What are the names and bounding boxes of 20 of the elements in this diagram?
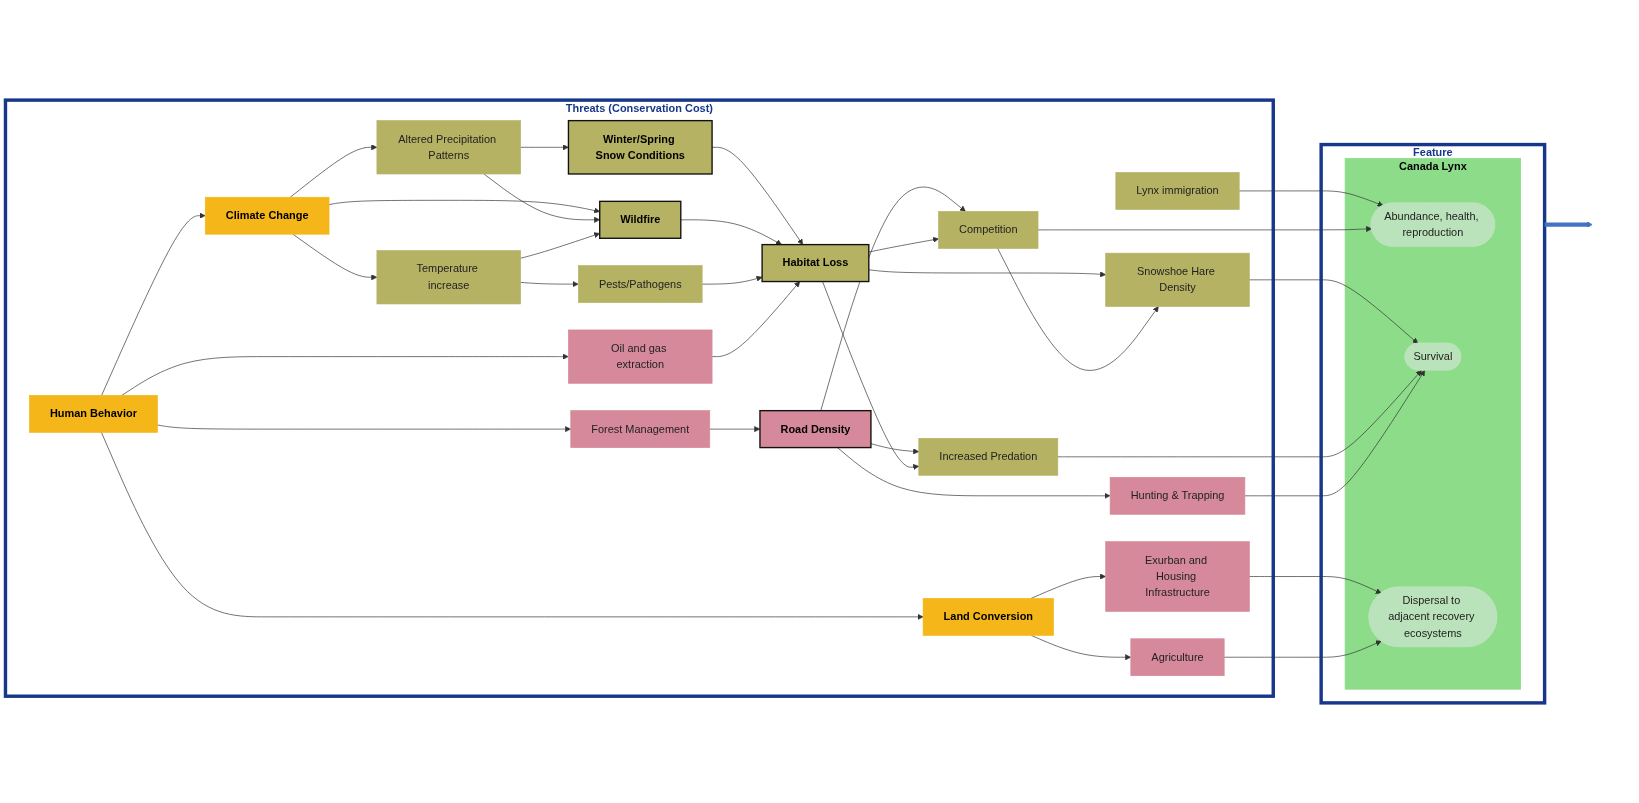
node-box: Altered Precipitation Patterns [376,120,521,175]
arrow [1542,221,1593,228]
node-box: Forest Management [570,410,711,448]
node-box: Wildfire [599,200,682,239]
node-box: Agriculture [1130,638,1225,677]
node-box: Winter/Spring Snow Conditions [567,119,713,175]
node-box: Competition [938,211,1039,249]
node-box: Pests/Pathogens [578,265,703,303]
node-box: Snowshoe Hare Density [1105,252,1250,307]
node-box: Lynx immigration [1115,172,1240,210]
node-box: Human Behavior [29,395,158,433]
node-box: Climate Change [204,196,330,235]
node-box: Increased Predation [918,438,1059,476]
node-box: Hunting & Trapping [1109,477,1246,515]
node-box: Oil and gas extraction [568,329,713,384]
node-box: Exurban and Housing Infrastructure [1105,541,1250,612]
node-box: Road Density [759,409,872,449]
node-box: Land Conversion [922,598,1054,636]
node-box: Temperature increase [376,250,521,305]
node-box: Habitat Loss [761,243,870,283]
